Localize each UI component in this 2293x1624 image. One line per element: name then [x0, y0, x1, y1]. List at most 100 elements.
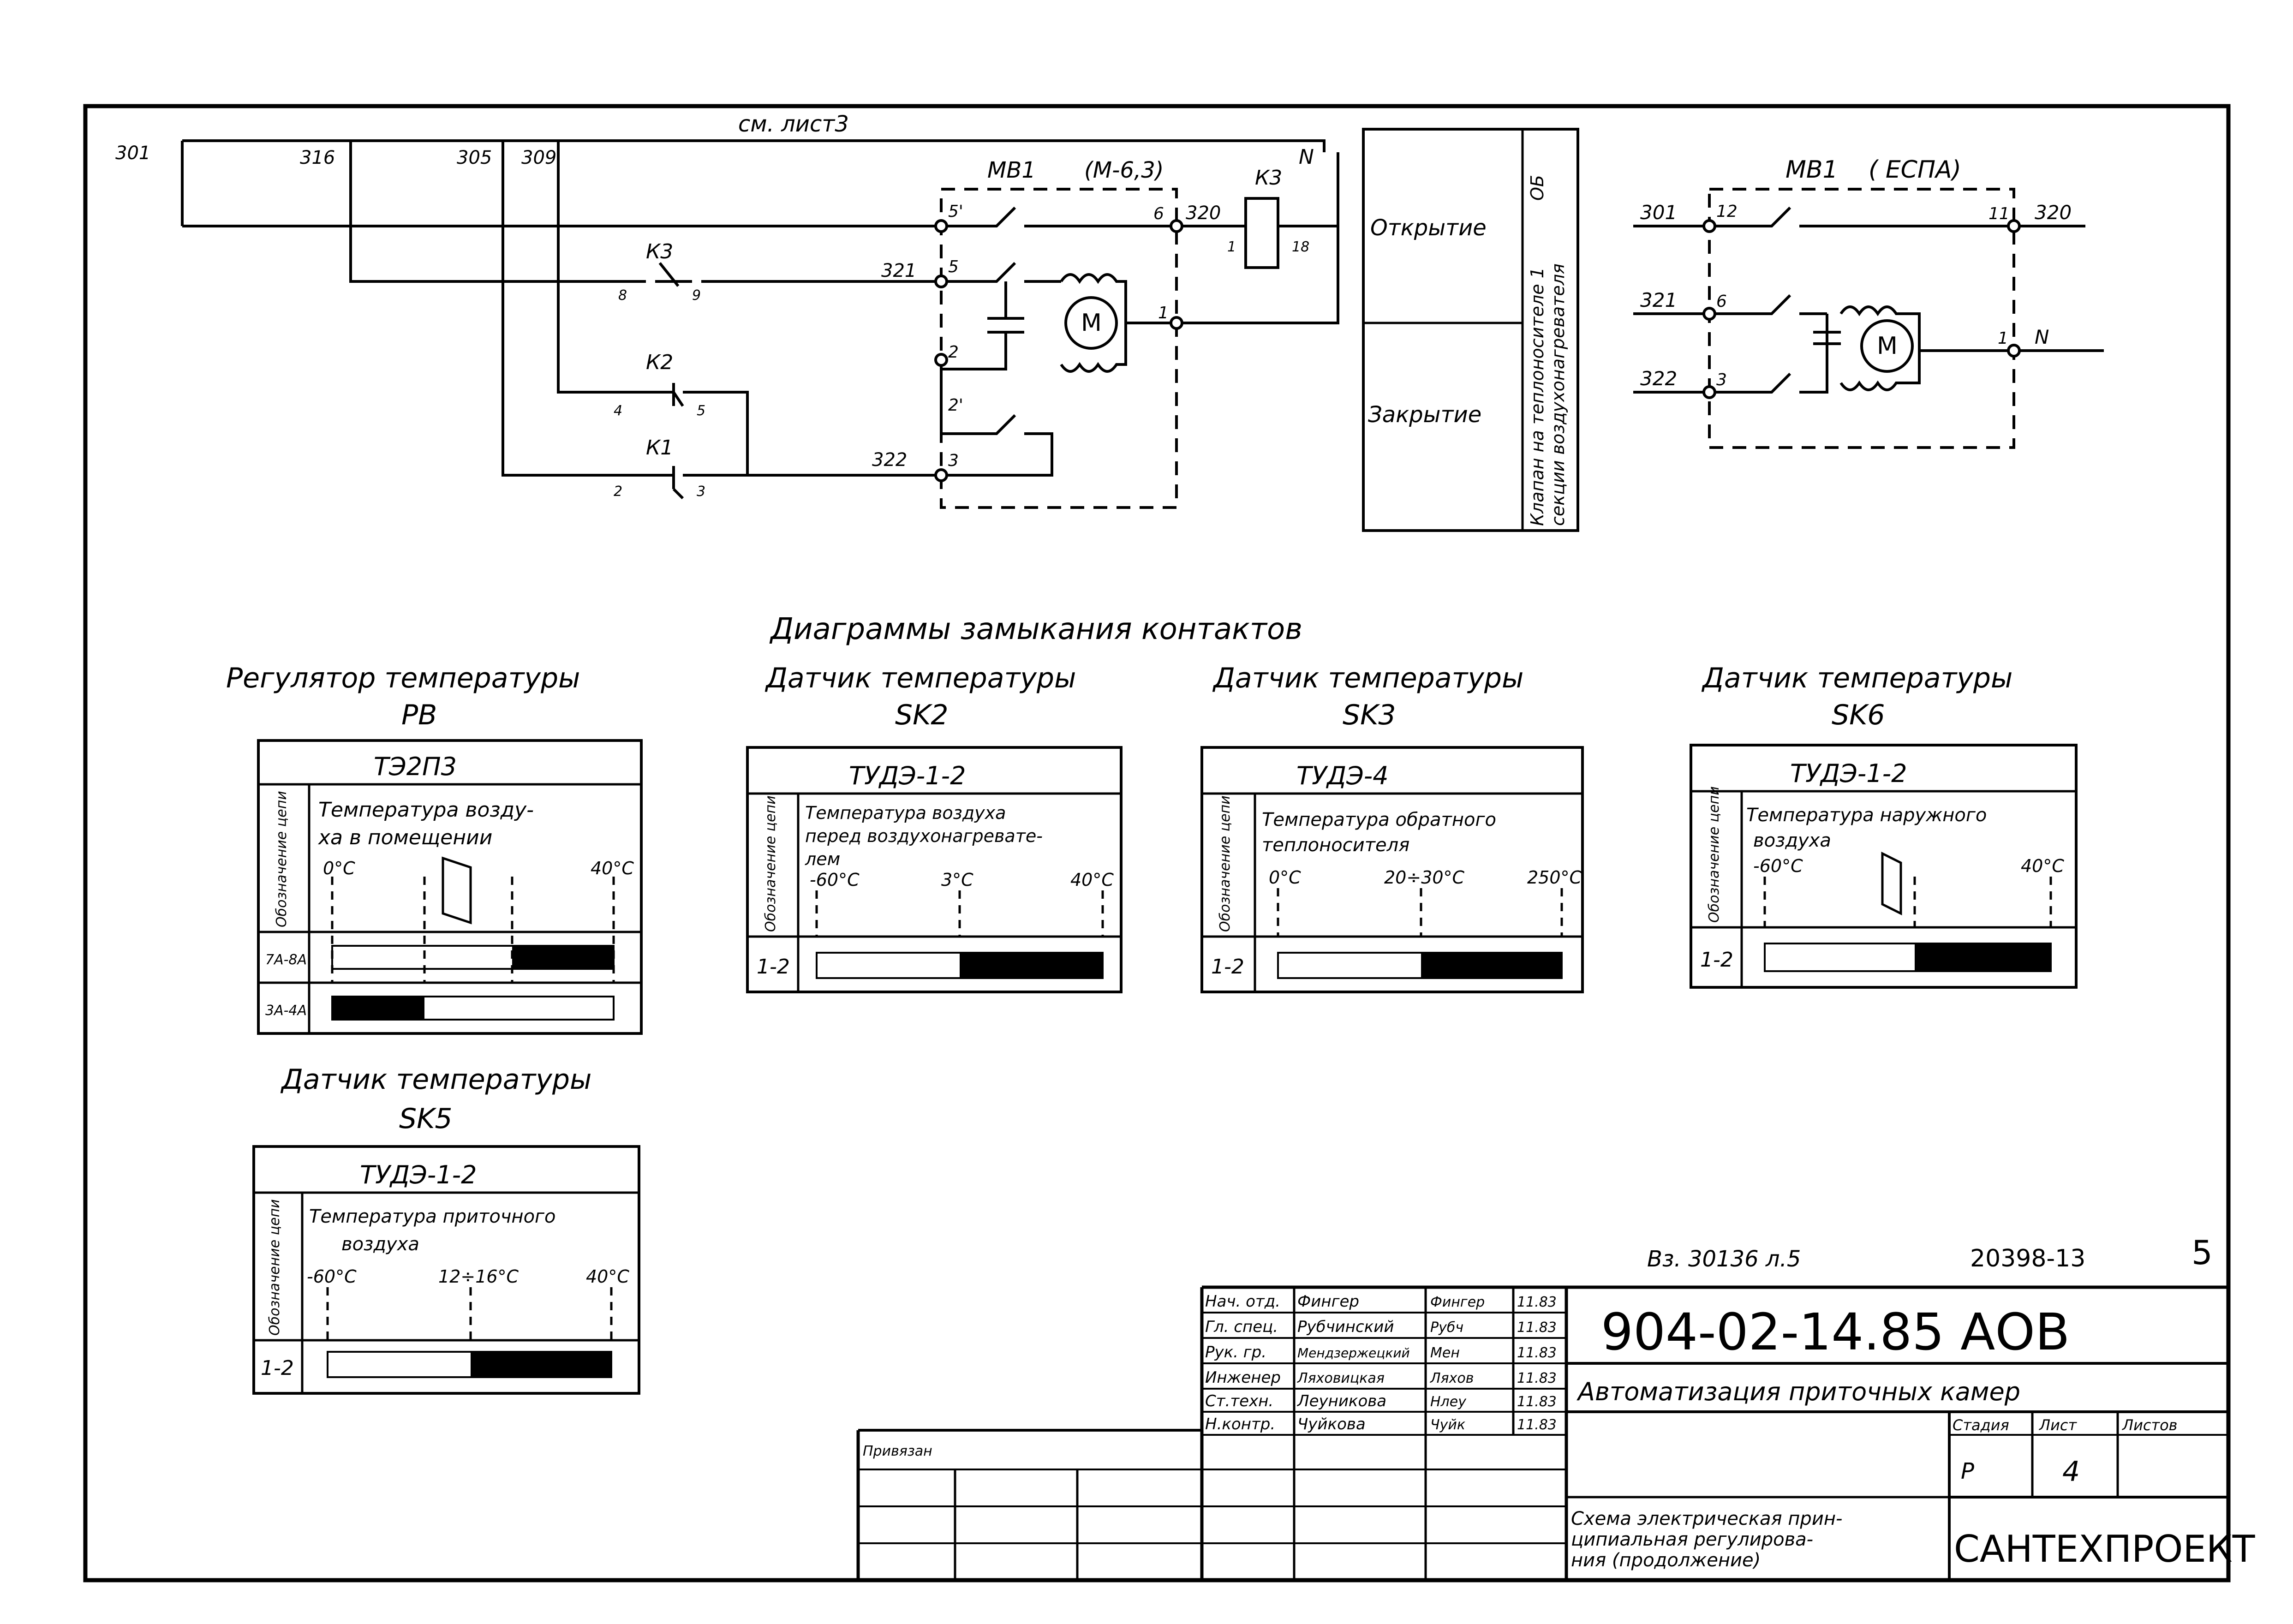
- tick-minus60: -60°С: [1753, 856, 1803, 876]
- wire-305-line: [502, 141, 646, 477]
- wire-label-305: 305: [457, 147, 492, 168]
- mb1-switch-1: [941, 206, 1176, 227]
- name-3: Мендзержецкий: [1297, 1345, 1410, 1361]
- right-device-type: ( ЕСПА): [1869, 156, 1961, 184]
- stage-label: Стадия: [1953, 1416, 2009, 1434]
- motor-winding-top: [1060, 273, 1127, 323]
- signature-4: Ляхов: [1430, 1370, 1474, 1386]
- section-title: Диаграммы замыкания контактов: [769, 612, 1302, 646]
- diagram-side: Обозначение цепи: [763, 795, 779, 932]
- right-schematic-labels: МВ1 ( ЕСПА) 301 321 322 320 N 12 6 3 11 …: [1640, 156, 2072, 390]
- device-rating: (М-6,3): [1084, 157, 1164, 183]
- signature-3: Мен: [1430, 1345, 1460, 1361]
- diagram-side: Обозначение цепи: [1706, 786, 1722, 923]
- wire-label-316: 316: [300, 147, 335, 168]
- diagram-side: Обозначение цепи: [1217, 795, 1233, 932]
- right-motor-symbol: М: [1877, 332, 1898, 360]
- diagram-desc-2: перед воздухонагревате-: [805, 826, 1043, 846]
- closed-zone-7a8a: [512, 946, 614, 969]
- right-wire-322: 322: [1640, 367, 1677, 390]
- row-label: 1-2: [757, 955, 790, 979]
- row-label: 1-2: [1700, 948, 1733, 972]
- diagram-subtitle: SK5: [399, 1103, 453, 1135]
- subtitle-line-3: ния (продолжение): [1571, 1550, 1761, 1571]
- valve-side-text-1: Клапан на теплоносителе 1: [1527, 267, 1547, 526]
- right-wire-321: 321: [1640, 289, 1677, 311]
- tick-minus60: -60°С: [810, 870, 860, 890]
- motor-symbol: М: [1081, 309, 1102, 337]
- k1-pin-3: 3: [697, 484, 705, 500]
- row-label-3a4a: 3А-4А: [265, 1003, 307, 1019]
- sheets-label: Листов: [2122, 1416, 2178, 1434]
- mb1-switch-3: [940, 360, 1053, 477]
- diagram-title: Регулятор температуры: [226, 662, 580, 694]
- sheet-label: Лист: [2039, 1416, 2077, 1434]
- tick-40: 40°С: [1070, 870, 1114, 890]
- valve-close-label: Закрытие: [1368, 402, 1481, 428]
- wire-label-301: 301: [115, 143, 150, 164]
- date-4: 11.83: [1517, 1370, 1557, 1386]
- k2-pin-4: 4: [614, 403, 622, 419]
- right-contact-6: 6: [1716, 292, 1727, 311]
- diagram-desc-1: Температура воздуха: [805, 803, 1006, 823]
- diagram-regulator-pv: Регулятор температуры РВ ТЭ2П3 Обозначен…: [226, 662, 643, 1035]
- wire-label-321: 321: [881, 260, 916, 281]
- closed-zone: [471, 1352, 611, 1377]
- diagram-title: Датчик температуры: [764, 662, 1076, 694]
- k3-blade: [658, 262, 680, 287]
- k3-pin-8: 8: [618, 287, 627, 304]
- motor-circle: [1064, 296, 1118, 350]
- tick-minus60: -60°С: [307, 1266, 357, 1287]
- right-contact-11: 11: [1988, 204, 2010, 223]
- contact-2: 2: [948, 343, 959, 362]
- contact-5prime: 5': [948, 202, 963, 221]
- k2-contact: [646, 391, 749, 475]
- diagram-desc-2: ха в помещении: [317, 826, 492, 849]
- role-4: Инженер: [1205, 1368, 1281, 1387]
- sheet-value: 4: [2062, 1456, 2080, 1488]
- diagram-model: ТУДЭ-1-2: [849, 761, 966, 790]
- document-title: Автоматизация приточных камер: [1576, 1377, 2020, 1406]
- right-contact-12: 12: [1716, 202, 1738, 221]
- date-1: 11.83: [1517, 1294, 1557, 1310]
- diagram-model: ТЭ2П3: [374, 752, 457, 781]
- k2-pin-5: 5: [697, 403, 705, 419]
- sheet-corner-number: 5: [2191, 1233, 2213, 1272]
- role-5: Ст.техн.: [1205, 1392, 1273, 1410]
- right-wire-neutral: N: [2035, 326, 2049, 348]
- contact-1: 1: [1158, 304, 1169, 322]
- valve-table: Открытие Закрытие Клапан на теплоносител…: [1362, 128, 1579, 532]
- diagram-subtitle: РВ: [401, 699, 437, 731]
- motor-winding-bottom: [1060, 323, 1127, 373]
- main-schematic: [181, 139, 1339, 509]
- diagram-sensor-sk3: Датчик температуры SK3 ТУДЭ-4 Обозначени…: [1200, 662, 1584, 993]
- right-schematic: [1633, 188, 2104, 449]
- device-label: МВ1: [987, 157, 1036, 183]
- tick-0: 0°С: [323, 858, 355, 878]
- neutral-line: [1126, 152, 1339, 324]
- date-6: 11.83: [1517, 1417, 1557, 1433]
- name-5: Леуникова: [1296, 1392, 1386, 1410]
- diagram-desc-2: воздуха: [1753, 830, 1831, 851]
- wire-316-line: [349, 141, 637, 283]
- k1-contact: [646, 466, 941, 489]
- closed-zone: [1915, 943, 2051, 971]
- relay-k3-coil-label: К3: [1255, 166, 1282, 190]
- organization: САНТЕХПРОЕКТ: [1954, 1528, 2256, 1570]
- valve-open-label: Открытие: [1370, 215, 1487, 241]
- closed-zone-3a4a: [332, 997, 424, 1020]
- name-6: Чуйкова: [1297, 1415, 1366, 1433]
- right-device-label: МВ1: [1785, 156, 1838, 184]
- closed-zone: [1421, 953, 1562, 978]
- signature-2: Рубч: [1430, 1320, 1463, 1336]
- right-contact-1: 1: [1998, 329, 2008, 348]
- inventory-note: Вз. 30136 л.5: [1647, 1246, 1801, 1272]
- diagram-desc-2: воздуха: [341, 1234, 419, 1255]
- top-bus-wire: [182, 139, 1326, 152]
- diagram-desc-2: теплоносителя: [1262, 835, 1409, 856]
- date-2: 11.83: [1517, 1320, 1557, 1336]
- diagram-subtitle: SK3: [1343, 699, 1396, 731]
- diagram-model: ТУДЭ-1-2: [1790, 759, 1907, 788]
- diagram-title: Датчик температуры: [280, 1063, 591, 1096]
